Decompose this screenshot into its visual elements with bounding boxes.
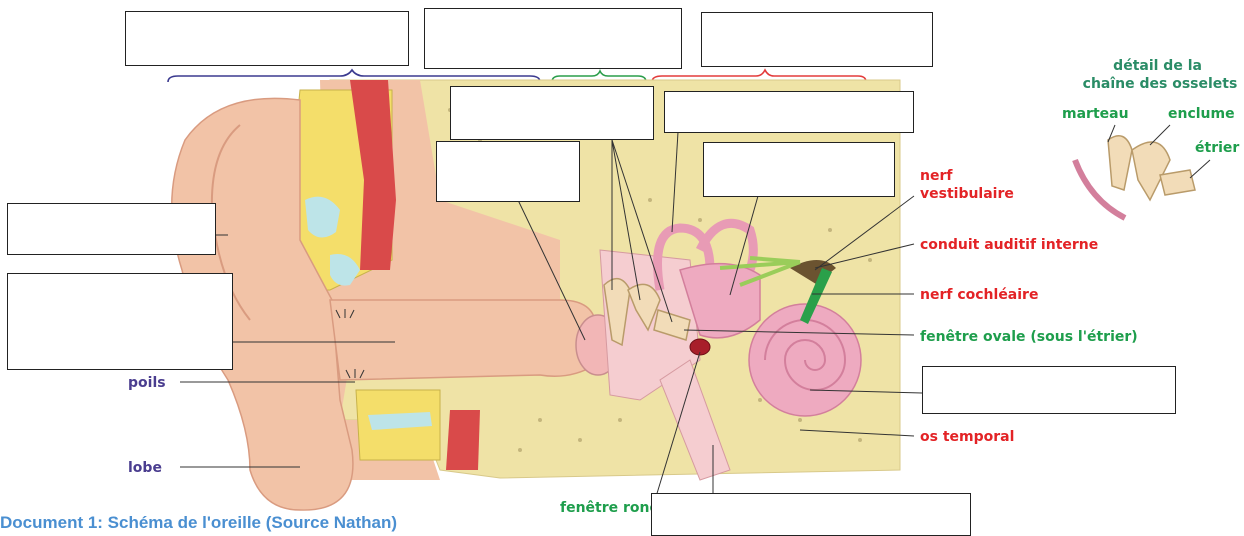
document-caption: Document 1: Schéma de l'oreille (Source … [0, 513, 397, 533]
blank-box-inner-ear[interactable] [701, 12, 933, 67]
nerf-cochleaire-label: nerf cochléaire [920, 287, 1038, 303]
blank-box-middle-ear[interactable] [424, 8, 682, 69]
blank-box-trompe[interactable] [651, 493, 971, 536]
ossicle-detail-inset [1075, 125, 1210, 218]
detail-malleus [1108, 136, 1132, 190]
blank-box-pavillon[interactable] [7, 203, 216, 255]
fenetre-ovale-label: fenêtre ovale (sous l'étrier) [920, 329, 1138, 345]
blank-box-semicircular[interactable] [664, 91, 914, 133]
blank-box-outer-ear[interactable] [125, 11, 409, 66]
blank-box-vestibule[interactable] [703, 142, 895, 197]
poils-label: poils [128, 375, 166, 391]
detail-marteau-label: marteau [1062, 106, 1129, 122]
muscle-lower [446, 410, 480, 470]
blank-box-ossicles[interactable] [450, 86, 654, 140]
ear-canal [330, 300, 595, 380]
blank-box-tympan[interactable] [436, 141, 580, 202]
lobe-label: lobe [128, 460, 162, 476]
blank-box-cochlee[interactable] [922, 366, 1176, 414]
nerf-vestibulaire-label: nerf vestibulaire [920, 168, 1014, 202]
detail-stapes [1160, 170, 1195, 195]
blank-box-conduit-externe[interactable] [7, 273, 233, 370]
conduit-auditif-interne-label: conduit auditif interne [920, 237, 1098, 253]
detail-title: détail de la chaîne des osselets [1083, 58, 1238, 92]
os-temporal-label: os temporal [920, 429, 1014, 445]
detail-etrier-label: étrier [1195, 140, 1239, 156]
detail-enclume-label: enclume [1168, 106, 1235, 122]
